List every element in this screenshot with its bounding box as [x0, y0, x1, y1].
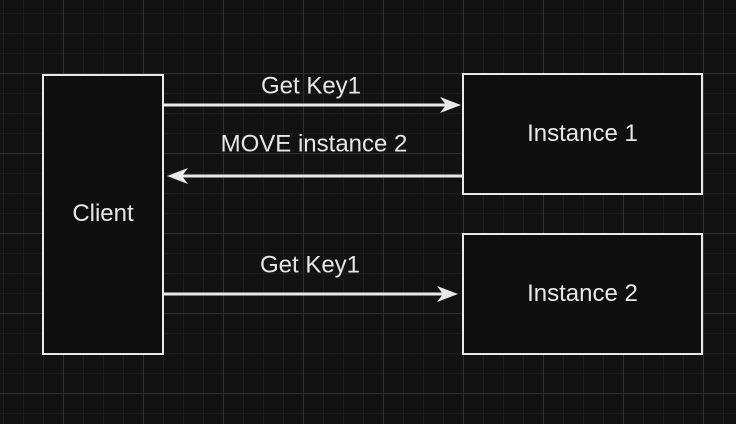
node-instance2-label: Instance 2 [527, 279, 638, 307]
arrowhead-right-icon [437, 286, 458, 302]
edge-label-move-instance-2[interactable]: MOVE instance 2 [220, 130, 408, 158]
arrow-instance1-to-client[interactable] [167, 168, 462, 184]
edge-label-get-key1-bottom[interactable]: Get Key1 [259, 251, 361, 279]
arrowhead-right-icon [440, 97, 461, 113]
arrowhead-left-icon [167, 168, 188, 184]
node-client-label: Client [72, 200, 134, 228]
node-instance1[interactable]: Instance 1 [462, 73, 703, 195]
node-instance1-label: Instance 1 [527, 119, 638, 147]
edge-label-get-key1-top[interactable]: Get Key1 [260, 72, 362, 100]
node-client[interactable]: Client [42, 74, 164, 355]
arrow-client-to-instance2[interactable] [164, 286, 458, 302]
node-instance2[interactable]: Instance 2 [462, 233, 703, 355]
